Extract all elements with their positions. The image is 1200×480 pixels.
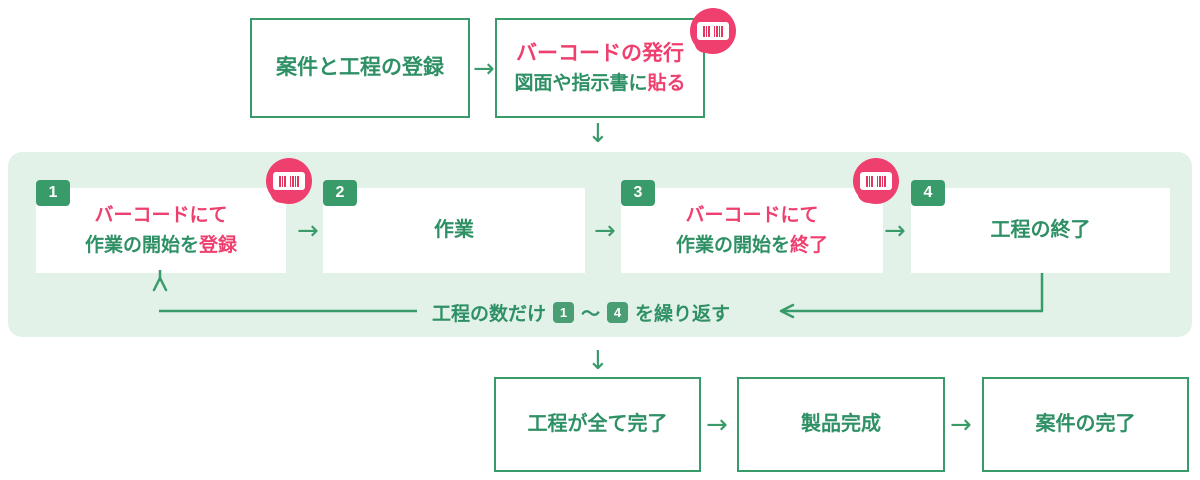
bottom-box-all-steps-done-label: 工程が全て完了 bbox=[527, 413, 668, 435]
top-box-registration: 案件と工程の登録 bbox=[250, 18, 470, 118]
loop-label: 工程の数だけ 1 ～ 4 を繰り返す bbox=[432, 299, 730, 326]
loop-badge-from: 1 bbox=[553, 302, 575, 323]
top-box-barcode-issue-line1: バーコードの発行 bbox=[516, 41, 684, 65]
top-box-barcode-issue-line2: 図面や指示書に貼る bbox=[514, 71, 685, 97]
step-box-1: バーコードにて 作業の開始を登録 bbox=[36, 188, 286, 273]
bottom-box-case-complete: 案件の完了 bbox=[982, 377, 1189, 472]
arrow-bottom-1: → bbox=[706, 410, 728, 440]
barcode-badge-icon-step1 bbox=[266, 158, 312, 204]
step-box-3-line2a: 作業の開始を bbox=[675, 234, 790, 256]
loop-badge-to: 4 bbox=[607, 302, 629, 323]
bottom-box-case-complete-label: 案件の完了 bbox=[1035, 413, 1136, 435]
arrow-bottom-2: → bbox=[950, 410, 972, 440]
step-box-1-line2a: 作業の開始を bbox=[84, 234, 199, 256]
barcode-badge-icon-step3 bbox=[853, 158, 899, 204]
step-box-3-line2b: 終了 bbox=[790, 234, 829, 256]
top-box-barcode-issue: バーコードの発行 図面や指示書に貼る bbox=[495, 18, 705, 118]
step-box-1-line2: 作業の開始を登録 bbox=[85, 233, 237, 259]
step-box-3-line2: 作業の開始を終了 bbox=[676, 233, 828, 259]
arrow-step-2-3: → bbox=[594, 216, 616, 246]
step-box-2: 作業 bbox=[323, 188, 585, 273]
loop-back-path bbox=[152, 270, 1044, 319]
step-number-badge-1: 1 bbox=[36, 180, 70, 206]
barcode-glyph bbox=[860, 172, 892, 190]
barcode-badge-icon-top bbox=[690, 8, 736, 54]
step-box-1-line2b: 登録 bbox=[199, 234, 238, 256]
step-box-4: 工程の終了 bbox=[911, 188, 1170, 273]
connector-arrow-down-1: ↓ bbox=[587, 119, 609, 149]
top-box-barcode-issue-line2b: 貼る bbox=[647, 72, 686, 94]
step-number-badge-3: 3 bbox=[621, 180, 655, 206]
barcode-glyph bbox=[273, 172, 305, 190]
arrow-top-1: → bbox=[473, 54, 495, 84]
step-box-3: バーコードにて 作業の開始を終了 bbox=[621, 188, 883, 273]
top-box-registration-label: 案件と工程の登録 bbox=[276, 55, 444, 79]
bottom-box-all-steps-done: 工程が全て完了 bbox=[494, 377, 701, 472]
step-box-4-line1: 工程の終了 bbox=[990, 219, 1091, 241]
loop-label-suffix: を繰り返す bbox=[635, 304, 731, 325]
arrow-step-1-2: → bbox=[297, 216, 319, 246]
step-box-2-line1: 作業 bbox=[434, 219, 474, 241]
bottom-box-product-complete-label: 製品完成 bbox=[801, 413, 881, 435]
loop-label-prefix: 工程の数だけ bbox=[432, 304, 547, 325]
step-number-badge-4: 4 bbox=[911, 180, 945, 206]
connector-arrow-down-2: ↓ bbox=[587, 346, 609, 376]
barcode-glyph bbox=[697, 22, 729, 40]
arrow-step-3-4: → bbox=[884, 216, 906, 246]
loop-label-tilde: ～ bbox=[581, 304, 601, 325]
step-box-3-line1: バーコードにて bbox=[685, 204, 819, 226]
step-number-badge-2: 2 bbox=[323, 180, 357, 206]
top-box-barcode-issue-line2a: 図面や指示書に bbox=[514, 72, 648, 94]
bottom-box-product-complete: 製品完成 bbox=[737, 377, 945, 472]
step-box-1-line1: バーコードにて bbox=[94, 204, 228, 226]
